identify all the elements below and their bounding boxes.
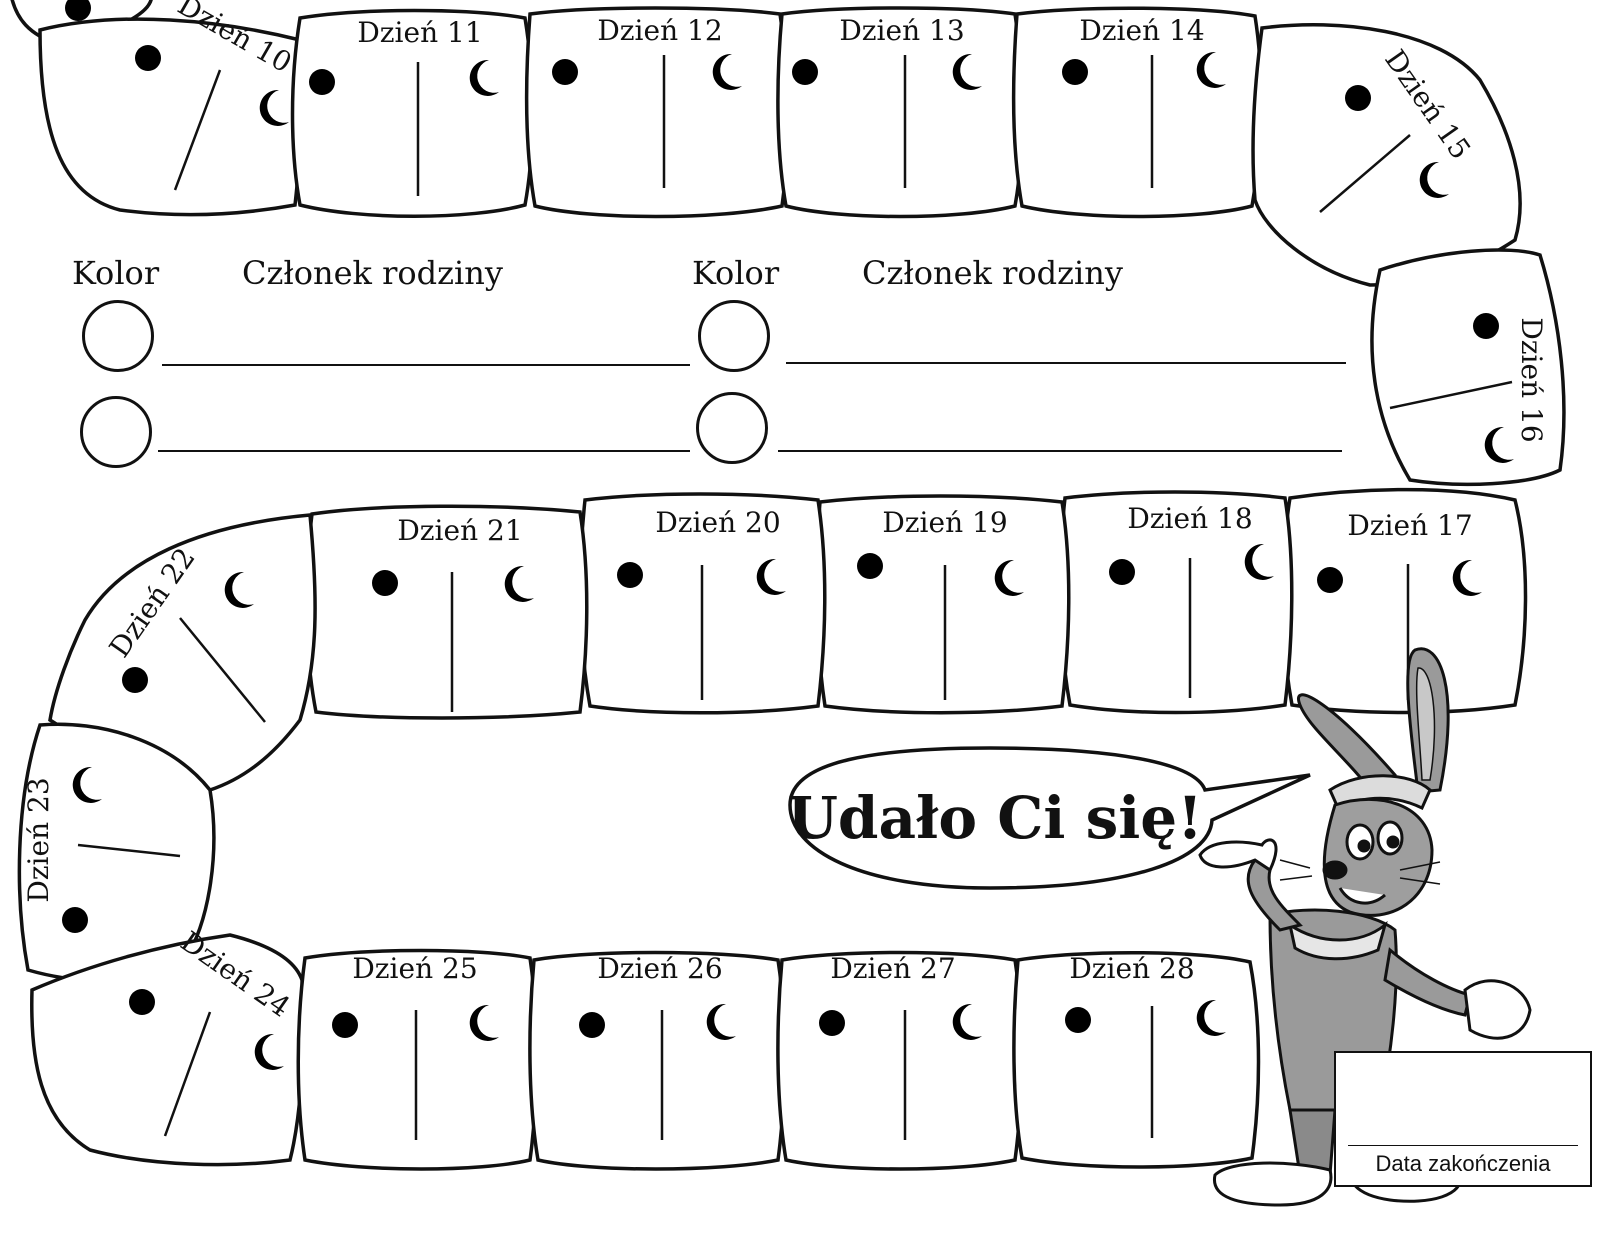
day-label: Dzień 13 xyxy=(839,14,964,47)
day-tile[interactable]: Dzień 17 xyxy=(1280,487,1528,715)
completion-date-line xyxy=(1348,1145,1578,1146)
bubble-text: Udało Ci się! xyxy=(787,784,1202,852)
day-tile[interactable]: Dzień 23 xyxy=(17,722,216,982)
member-name-line[interactable] xyxy=(786,362,1346,364)
day-tile[interactable]: Dzień 14 xyxy=(1011,6,1263,219)
day-label: Dzień 20 xyxy=(655,506,780,539)
day-label: Dzień 18 xyxy=(1127,502,1252,535)
day-tile[interactable]: Dzień 16 xyxy=(1370,248,1566,487)
day-tile[interactable]: Dzień 18 xyxy=(1058,490,1294,715)
day-tile-shape xyxy=(1370,248,1566,487)
day-night-divider xyxy=(173,69,222,191)
day-tile[interactable]: Dzień 10 xyxy=(38,0,304,217)
color-header: Kolor xyxy=(72,254,160,292)
day-tile-shape xyxy=(296,948,539,1171)
day-label: Dzień 27 xyxy=(830,952,955,985)
day-night-divider xyxy=(1389,380,1513,410)
day-tile[interactable]: Dzień 24 xyxy=(30,925,305,1167)
day-tile-shape xyxy=(1012,951,1261,1169)
day-label: Dzień 14 xyxy=(1079,14,1204,47)
member-name-line[interactable] xyxy=(778,450,1342,452)
completion-date-box[interactable]: Data zakończenia xyxy=(1334,1051,1592,1187)
day-label: Dzień 28 xyxy=(1069,952,1194,985)
rabbit-mascot-illustration xyxy=(1198,647,1532,1207)
day-label: Dzień 21 xyxy=(397,514,522,547)
day-label: Dzień 11 xyxy=(357,16,482,49)
day-tile[interactable]: Dzień 19 xyxy=(814,494,1071,715)
member-header: Członek rodziny xyxy=(242,254,503,292)
day-label: Dzień 19 xyxy=(882,506,1007,539)
day-tile[interactable]: Dzień 20 xyxy=(578,492,827,715)
day-tile-shape xyxy=(290,8,535,218)
member-name-line[interactable] xyxy=(162,364,690,366)
speech-bubble: Udało Ci się! xyxy=(787,746,1311,890)
day-tile[interactable]: Dzień 22 xyxy=(48,513,317,792)
day-tile-shape xyxy=(776,950,1024,1171)
color-swatch[interactable] xyxy=(696,392,768,464)
day-night-divider xyxy=(77,843,181,858)
day-tile[interactable]: Dzień 15 xyxy=(1251,23,1522,287)
day-tile[interactable]: Dzień 13 xyxy=(776,6,1025,219)
day-label: Dzień 23 xyxy=(22,777,55,902)
day-tile[interactable]: Dzień 26 xyxy=(528,950,787,1171)
day-label: Dzień 12 xyxy=(597,14,722,47)
day-tile[interactable]: Dzień 12 xyxy=(524,6,790,219)
color-header: Kolor xyxy=(692,254,780,292)
day-tile[interactable]: Dzień 25 xyxy=(296,948,539,1171)
member-header: Członek rodziny xyxy=(862,254,1123,292)
day-night-divider xyxy=(163,1011,212,1137)
color-swatch[interactable] xyxy=(82,300,154,372)
day-tile[interactable]: Dzień 11 xyxy=(290,8,535,218)
color-swatch[interactable] xyxy=(80,396,152,468)
day-night-divider xyxy=(1319,134,1411,213)
day-night-divider xyxy=(179,617,266,723)
completion-date-label: Data zakończenia xyxy=(1375,1151,1551,1176)
color-swatch[interactable] xyxy=(698,300,770,372)
day-label: Dzień 25 xyxy=(352,952,477,985)
day-tile-shape xyxy=(38,17,304,217)
day-tile[interactable]: Dzień 21 xyxy=(304,504,589,720)
day-label: Dzień 26 xyxy=(597,952,722,985)
day-label: Dzień 16 xyxy=(1515,317,1548,442)
day-tile[interactable]: Dzień 27 xyxy=(776,950,1024,1171)
member-name-line[interactable] xyxy=(158,450,690,452)
day-tile-shape xyxy=(48,513,317,792)
day-tile-shape xyxy=(528,950,787,1171)
day-tile[interactable]: Dzień 28 xyxy=(1012,951,1261,1169)
day-label: Dzień 17 xyxy=(1347,509,1472,542)
